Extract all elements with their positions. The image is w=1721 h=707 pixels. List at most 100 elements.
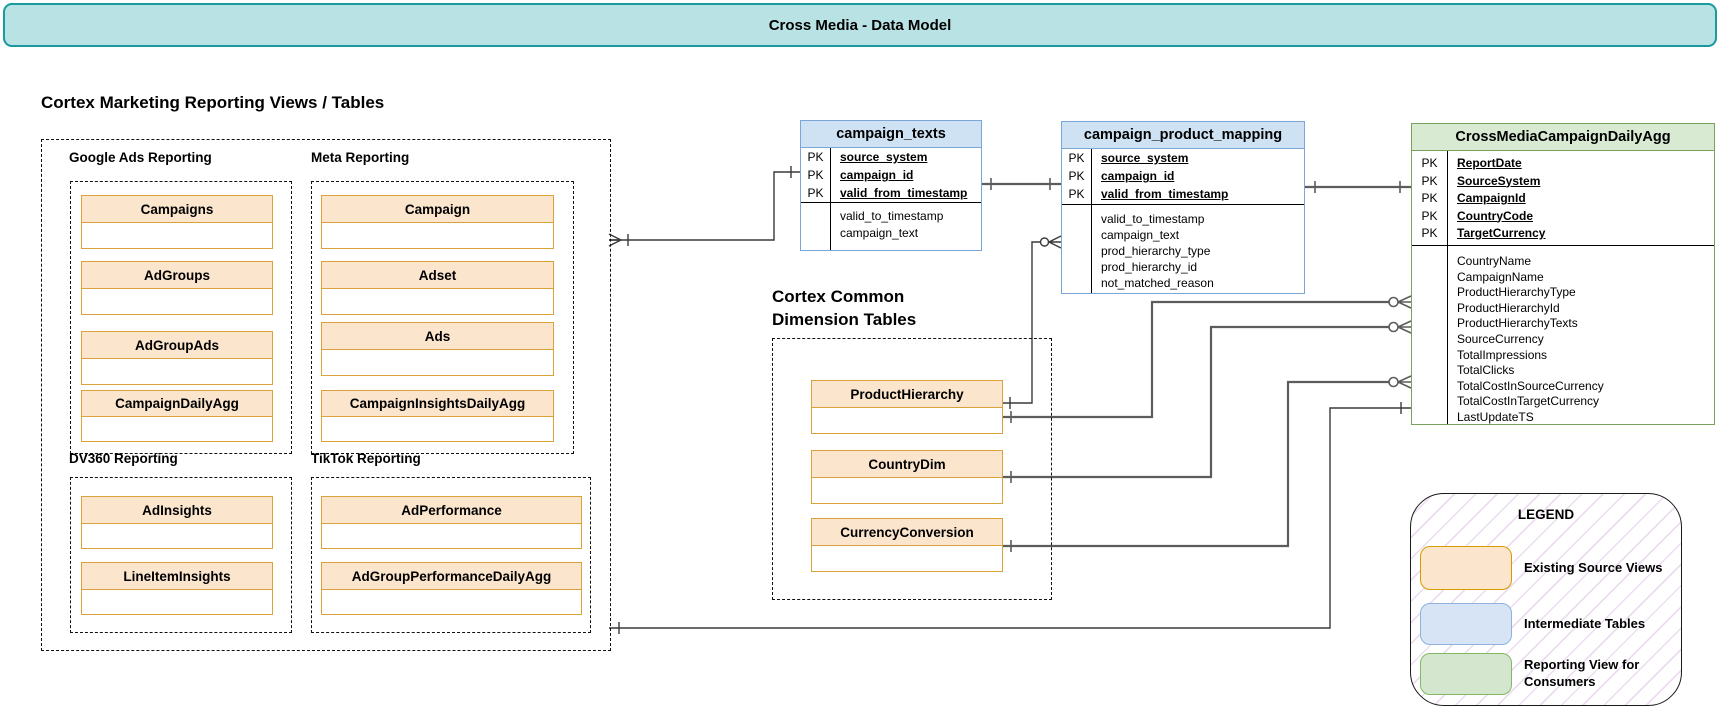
pk-field: source_system — [840, 150, 928, 164]
connector-mapping-to-crossmedia — [1303, 181, 1411, 193]
field: LastUpdateTS — [1457, 409, 1534, 424]
group-label-meta: Meta Reporting — [311, 150, 410, 165]
entity-campaigns: Campaigns — [81, 195, 273, 249]
entity-adperformance: AdPerformance — [321, 496, 582, 549]
diagram-title-banner: Cross Media - Data Model — [3, 3, 1717, 47]
entity-title: AdPerformance — [322, 497, 581, 524]
entity-body — [82, 359, 272, 384]
pk-section: PK PK PK source_system campaign_id valid… — [801, 148, 981, 202]
entity-campaigndailyagg: CampaignDailyAgg — [81, 390, 273, 442]
entity-body — [322, 350, 553, 375]
field: CountryName — [1457, 254, 1532, 268]
entity-title: Campaign — [322, 196, 553, 223]
field: valid_to_timestamp — [1101, 212, 1205, 226]
field-section: CountryName CampaignName ProductHierarch… — [1412, 245, 1714, 424]
field: not_matched_reason — [1101, 276, 1214, 290]
left-section-heading: Cortex Marketing Reporting Views / Table… — [41, 93, 385, 112]
pk-spacer — [1062, 205, 1092, 293]
field: prod_hierarchy_id — [1101, 260, 1198, 274]
group-box-dv360 — [70, 477, 292, 633]
field: TotalClicks — [1457, 363, 1515, 378]
field: prod_hierarchy_type — [1101, 244, 1211, 258]
field-section: valid_to_timestamp campaign_text prod_hi… — [1062, 204, 1304, 293]
pk-fields: source_system campaign_id valid_from_tim… — [831, 148, 967, 202]
pk-field: source_system — [1101, 151, 1189, 165]
fields: valid_to_timestamp campaign_text prod_hi… — [1092, 205, 1214, 293]
field: TotalCostInTargetCurrency — [1457, 394, 1600, 409]
entity-body — [82, 590, 272, 614]
connector-source-to-campaign-texts — [608, 166, 800, 247]
entity-adgroupads: AdGroupAds — [81, 331, 273, 385]
fields: valid_to_timestamp campaign_text — [831, 203, 943, 250]
field: TotalImpressions — [1457, 347, 1548, 362]
entity-title: AdGroups — [82, 262, 272, 289]
entity-body — [82, 289, 272, 314]
fields: CountryName CampaignName ProductHierarch… — [1448, 246, 1604, 424]
field: campaign_text — [1101, 228, 1180, 242]
table-campaign-texts: campaign_texts PK PK PK source_system ca… — [800, 120, 982, 251]
group-label-google-ads: Google Ads Reporting — [69, 150, 212, 165]
diagram-title: Cross Media - Data Model — [768, 16, 952, 34]
entity-title: CountryDim — [812, 451, 1002, 478]
legend-swatch-reporting-view — [1420, 653, 1512, 695]
group-label-dv360: DV360 Reporting — [69, 451, 178, 466]
entity-title: CampaignInsightsDailyAgg — [322, 391, 553, 417]
pk-field: campaign_id — [1101, 169, 1175, 183]
dimension-section-heading: Cortex Common Dimension Tables — [772, 285, 916, 331]
legend: LEGEND Existing Source Views Intermediat… — [1410, 493, 1682, 706]
field: ProductHierarchyId — [1457, 300, 1560, 315]
pk-field: ReportDate — [1457, 156, 1522, 170]
pk-field: CampaignId — [1457, 191, 1526, 205]
field-section: valid_to_timestamp campaign_text — [801, 202, 981, 250]
entity-title: LineItemInsights — [82, 563, 272, 590]
table-title: campaign_product_mapping — [1062, 122, 1304, 149]
entity-currencyconversion: CurrencyConversion — [811, 518, 1003, 572]
group-box-google-ads — [70, 181, 292, 454]
entity-title: Ads — [322, 323, 553, 350]
legend-label: Existing Source Views — [1524, 559, 1663, 575]
field: CampaignName — [1457, 269, 1544, 284]
entity-body — [322, 524, 581, 548]
table-title: CrossMediaCampaignDailyAgg — [1412, 124, 1714, 151]
pk-field: SourceSystem — [1457, 173, 1541, 188]
entity-body — [322, 289, 553, 314]
pk-labels: PK PK PK PK PK — [1412, 151, 1448, 245]
entity-lineiteminsights: LineItemInsights — [81, 562, 273, 615]
entity-producthierarchy: ProductHierarchy — [811, 380, 1003, 434]
pk-section: PK PK PK PK PK ReportDate SourceSystem C… — [1412, 151, 1714, 245]
connector-texts-to-mapping — [980, 178, 1061, 190]
legend-label: Intermediate Tables — [1524, 615, 1646, 631]
field: TotalCostInSourceCurrency — [1457, 378, 1604, 393]
entity-body — [812, 546, 1002, 571]
dimension-heading-line2: Dimension Tables — [772, 310, 917, 329]
pk-spacer — [1412, 246, 1448, 424]
entity-title: Adset — [322, 262, 553, 289]
group-box-tiktok — [311, 477, 591, 633]
entity-body — [812, 478, 1002, 503]
legend-title: LEGEND — [1517, 507, 1575, 522]
entity-adgroups: AdGroups — [81, 261, 273, 315]
left-section-box — [41, 139, 611, 651]
entity-body — [82, 223, 272, 248]
entity-title: CampaignDailyAgg — [82, 391, 272, 417]
table-campaign-product-mapping: campaign_product_mapping PK PK PK source… — [1061, 121, 1305, 294]
entity-body — [322, 223, 553, 248]
pk-field: TargetCurrency — [1457, 226, 1546, 240]
connector-countrydim-to-crossmedia — [1001, 320, 1412, 483]
dimension-section-box — [772, 338, 1052, 600]
entity-title: AdInsights — [82, 497, 272, 524]
field: ProductHierarchyType — [1457, 285, 1576, 300]
pk-fields: ReportDate SourceSystem CampaignId Count… — [1448, 151, 1545, 245]
pk-field: valid_from_timestamp — [1101, 187, 1229, 201]
entity-body — [322, 417, 553, 441]
entity-body — [82, 417, 272, 441]
field: valid_to_timestamp — [840, 209, 944, 223]
connector-producthierarchy-to-crossmedia — [1001, 295, 1412, 423]
entity-countrydim: CountryDim — [811, 450, 1003, 504]
entity-title: CurrencyConversion — [812, 519, 1002, 546]
legend-label: Reporting View for Consumers — [1524, 657, 1640, 689]
pk-section: PK PK PK source_system campaign_id valid… — [1062, 149, 1304, 204]
connector-currencyconversion-to-crossmedia — [1001, 375, 1412, 552]
pk-labels: PK PK PK — [1062, 149, 1092, 204]
